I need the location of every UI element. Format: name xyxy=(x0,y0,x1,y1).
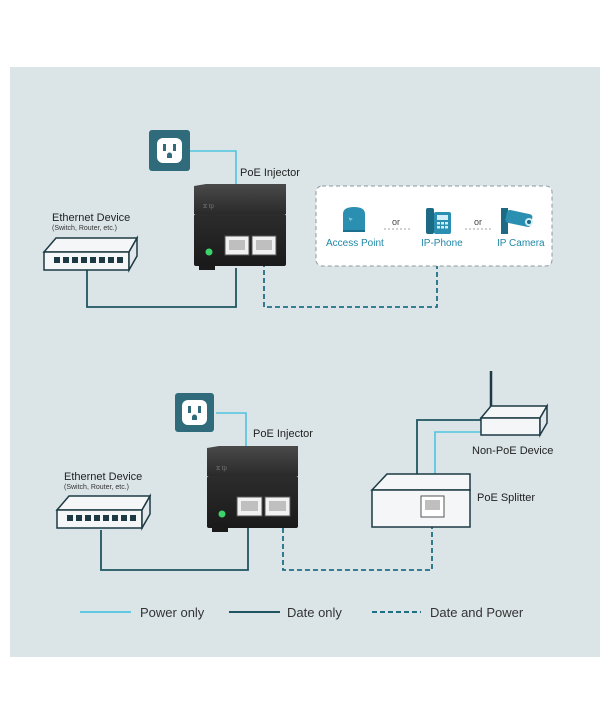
legend-power-label: Power only xyxy=(140,605,205,620)
legend-data-power-label: Date and Power xyxy=(430,605,524,620)
ethernet-device-subtitle: (Switch, Router, etc.) xyxy=(64,484,129,491)
bottom-data-line xyxy=(100,528,249,571)
svg-text:⧖ tp: ⧖ tp xyxy=(216,466,228,472)
non-poe-device-icon xyxy=(479,371,549,438)
svg-text:tp: tp xyxy=(349,216,353,221)
legend-data-label: Date only xyxy=(287,605,342,620)
outlet-icon xyxy=(175,393,214,432)
poe-splitter-label: PoE Splitter xyxy=(477,492,535,504)
poe-splitter-icon xyxy=(370,473,471,528)
ethernet-device-label: Ethernet Device xyxy=(64,471,142,483)
ip-phone-icon xyxy=(426,208,451,234)
diagram-panel xyxy=(10,67,600,657)
svg-text:⧖ tp: ⧖ tp xyxy=(203,204,215,210)
ethernet-device-label: Ethernet Device xyxy=(52,212,130,224)
top-power-line xyxy=(190,150,237,186)
bottom-power-line xyxy=(216,412,247,448)
poe-injector-icon: ⧖ tp xyxy=(207,446,298,532)
bottom-dashed-line xyxy=(282,527,433,571)
ip-camera-label: IP Camera xyxy=(497,238,545,249)
access-point-label: Access Point xyxy=(326,238,384,249)
access-point-icon: tp xyxy=(343,207,365,232)
injector-label: PoE Injector xyxy=(240,167,300,179)
ip-phone-label: IP-Phone xyxy=(421,238,463,249)
splitter-power-line xyxy=(434,431,483,474)
ethernet-device-subtitle: (Switch, Router, etc.) xyxy=(52,225,117,232)
non-poe-device-label: Non-PoE Device xyxy=(472,445,553,457)
or-label-1: or xyxy=(392,217,400,227)
ethernet-switch-icon xyxy=(42,235,139,273)
or-label-2: or xyxy=(474,217,482,227)
ip-camera-icon xyxy=(501,208,533,234)
splitter-data-line xyxy=(416,419,483,474)
outlet-icon xyxy=(149,130,190,171)
ethernet-switch-icon xyxy=(55,493,152,531)
legend: Power only Date only Date and Power xyxy=(80,605,524,620)
top-data-line xyxy=(86,268,237,308)
top-dashed-line xyxy=(263,262,438,308)
injector-label: PoE Injector xyxy=(253,428,313,440)
poe-injector-icon: ⧖ tp xyxy=(194,184,286,270)
